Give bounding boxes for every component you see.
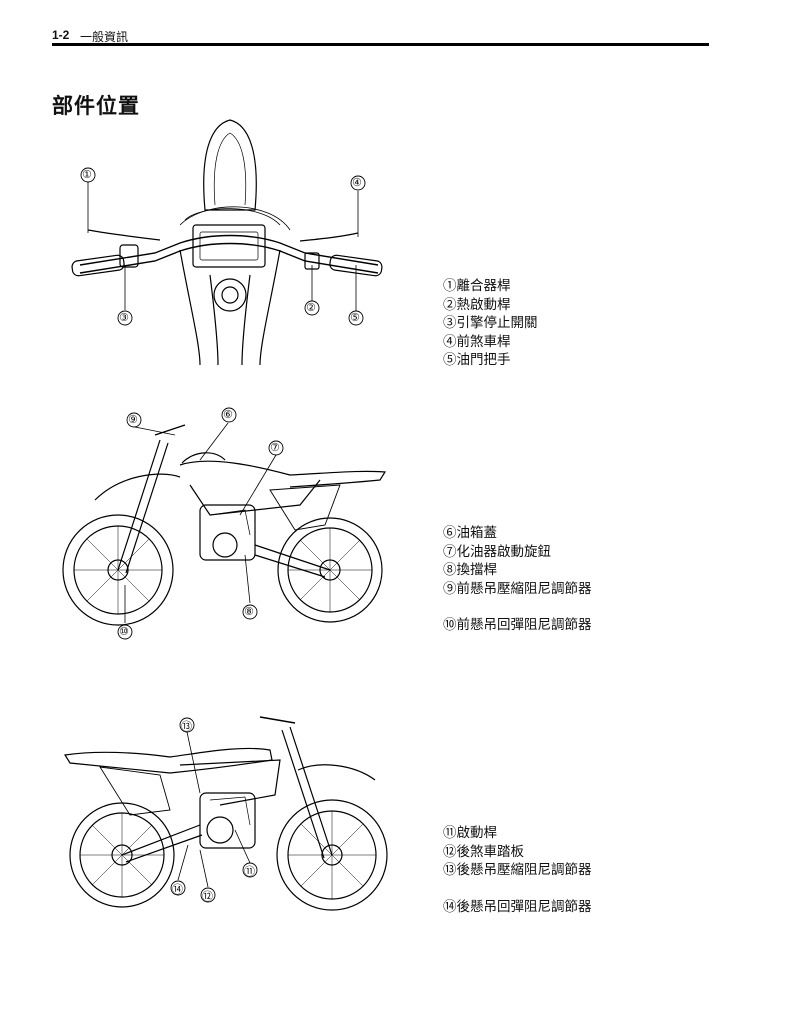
callout-11: ⑪ [244, 865, 255, 878]
page-title: 部件位置 [52, 93, 140, 118]
callout-14: ⑭ [172, 883, 183, 896]
legend-item: ⑧換擋桿 [443, 562, 497, 578]
legend-item: ⑩前懸吊回彈阻尼調節器 [443, 617, 592, 633]
legend-handlebar: ①離合器桿 ②熱啟動桿 ③引擎停止開關 ④前煞車桿 ⑤油門把手 [443, 277, 538, 370]
callout-13: ⑬ [181, 720, 192, 733]
callout-6: ⑥ [223, 408, 233, 421]
page-header: 1-2 一般資訊 [52, 28, 709, 46]
page-number: 1-2 [52, 28, 70, 42]
legend-item: ⑨前懸吊壓縮阻尼調節器 [443, 580, 592, 597]
legend-item: ⑥油箱蓋 [443, 525, 497, 541]
right-side-illustration [60, 705, 390, 920]
legend-item: ⑬後懸吊壓縮阻尼調節器 [443, 862, 592, 878]
handlebar-illustration [60, 115, 390, 370]
callout-12: ⑫ [202, 890, 213, 903]
callout-8: ⑧ [244, 605, 254, 618]
legend-item: ⑪啟動桿 [443, 825, 497, 841]
callout-3: ③ [119, 311, 129, 324]
legend-left-side: ⑥油箱蓋 ⑦化油器啟動旋鈕 ⑧換擋桿 ⑨前懸吊壓縮阻尼調節器 ⑩前懸吊回彈阻尼調… [443, 524, 592, 635]
legend-item: ⑤油門把手 [443, 352, 511, 368]
header-rule [52, 43, 709, 46]
legend-item: ⑭後懸吊回彈阻尼調節器 [443, 898, 592, 915]
legend-item: ①離合器桿 [443, 278, 511, 294]
legend-item: ⑫後煞車踏板 [443, 843, 524, 860]
callout-5: ⑤ [350, 311, 360, 324]
legend-item: ⑦化油器啟動旋鈕 [443, 543, 551, 560]
legend-item: ②熱啟動桿 [443, 296, 511, 313]
legend-right-side: ⑪啟動桿 ⑫後煞車踏板 ⑬後懸吊壓縮阻尼調節器 ⑭後懸吊回彈阻尼調節器 [443, 824, 592, 916]
callout-7: ⑦ [270, 441, 280, 454]
section-title: 一般資訊 [80, 30, 129, 44]
callout-1: ① [82, 168, 92, 181]
left-side-illustration [60, 405, 390, 645]
callout-9: ⑨ [128, 413, 138, 426]
legend-item: ③引擎停止開關 [443, 315, 538, 331]
callout-2: ② [306, 301, 316, 314]
callout-4: ④ [352, 176, 362, 189]
legend-item: ④前煞車桿 [443, 333, 511, 350]
callout-10: ⑩ [119, 625, 129, 638]
